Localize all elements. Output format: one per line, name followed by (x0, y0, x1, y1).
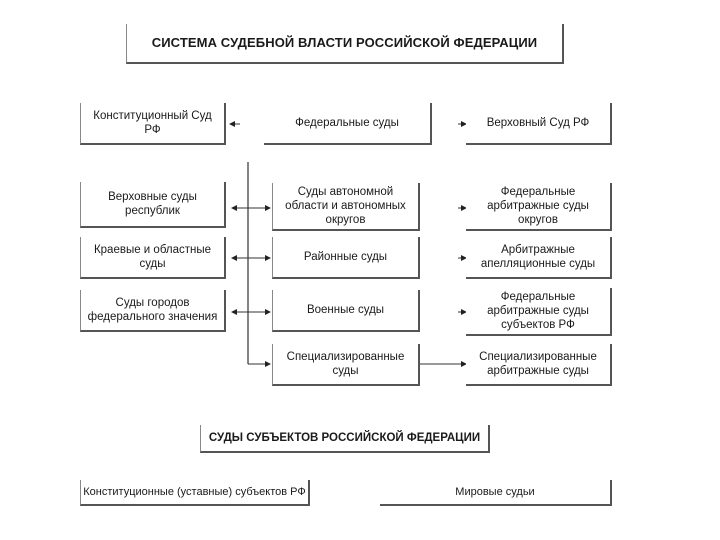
box-right-3: Федеральные арбитражные суды субъектов Р… (466, 288, 612, 336)
box-right-2: Арбитражные апелляционные суды (466, 237, 612, 279)
subjects-title: СУДЫ СУБЪЕКТОВ РОССИЙСКОЙ ФЕДЕРАЦИИ (200, 425, 490, 453)
box-supreme-court: Верховный Суд РФ (466, 103, 612, 145)
box-left-3: Суды городов федерального значения (80, 290, 226, 332)
box-magistrates: Мировые судьи (380, 480, 612, 506)
box-middle-3: Военные суды (272, 290, 420, 332)
box-middle-2: Районные суды (272, 237, 420, 279)
box-left-1: Верховные суды республик (80, 182, 226, 228)
box-right-4: Специализированные арбитражные суды (466, 344, 612, 386)
box-constitutional-court: Конституционный Суд РФ (80, 103, 226, 145)
box-federal-courts: Федеральные суды (264, 103, 432, 145)
box-left-2: Краевые и областные суды (80, 237, 226, 279)
diagram-title: СИСТЕМА СУДЕБНОЙ ВЛАСТИ РОССИЙСКОЙ ФЕДЕР… (126, 24, 564, 64)
box-right-1: Федеральные арбитражные суды округов (466, 183, 612, 231)
box-middle-1: Суды автономной области и автономных окр… (272, 183, 420, 231)
box-middle-4: Специализированные суды (272, 344, 420, 386)
box-constitutional-subjects: Конституционные (уставные) субъектов РФ (80, 480, 310, 506)
